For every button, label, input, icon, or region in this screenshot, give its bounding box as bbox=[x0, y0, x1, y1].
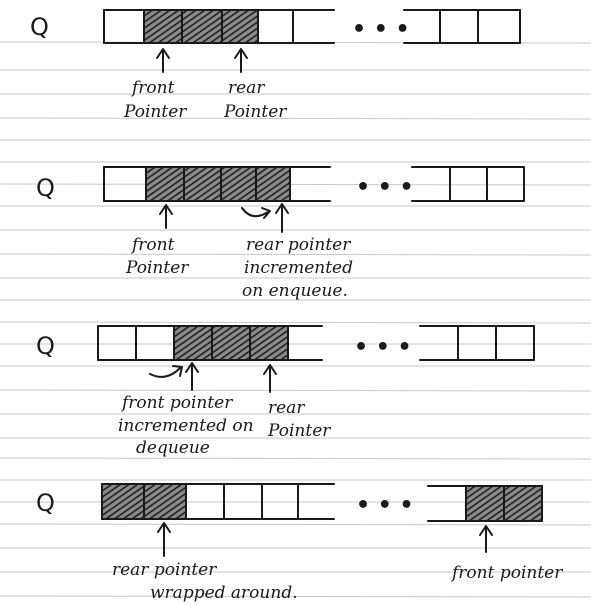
rear-pointer-label: rear Pointer bbox=[267, 398, 331, 441]
ruled-line bbox=[0, 457, 591, 460]
queue-diagram-2: Q • • • bbox=[36, 166, 525, 301]
ruled-line bbox=[0, 389, 591, 392]
occupied-slots bbox=[144, 10, 258, 43]
queue-array: • • • bbox=[103, 9, 521, 44]
front-pointer-label: front pointer incremented on dequeue bbox=[118, 393, 259, 458]
ruled-line bbox=[0, 253, 591, 256]
ruled-line bbox=[0, 117, 591, 120]
increment-curved-arrow bbox=[149, 365, 183, 378]
rear-pointer-label: rear pointer wrapped around. bbox=[112, 560, 298, 603]
ellipsis: • • • bbox=[356, 493, 414, 518]
front-pointer-arrow bbox=[156, 48, 170, 73]
ellipsis: • • • bbox=[354, 335, 412, 360]
rear-pointer-arrow bbox=[234, 48, 248, 73]
queue-diagram-3: Q • • • bbox=[36, 325, 535, 458]
ruled-line bbox=[0, 183, 591, 186]
rear-pointer-arrow bbox=[275, 203, 289, 233]
front-pointer-label: front Pointer bbox=[123, 78, 187, 122]
queue-array: • • • bbox=[97, 325, 535, 361]
queue-label: Q bbox=[36, 489, 55, 517]
front-pointer-label: front pointer bbox=[450, 563, 563, 583]
queue-array: • • • bbox=[103, 166, 525, 202]
occupied-slots bbox=[146, 167, 290, 201]
ruled-line bbox=[0, 595, 591, 598]
front-pointer-label: front Pointer bbox=[125, 235, 189, 278]
increment-curved-arrow bbox=[241, 207, 271, 219]
front-pointer-arrow bbox=[185, 362, 199, 391]
rear-pointer-arrow bbox=[263, 364, 277, 393]
rear-pointer-arrow bbox=[157, 522, 171, 557]
queue-label: Q bbox=[30, 13, 49, 41]
front-pointer-arrow bbox=[479, 525, 493, 553]
queue-label: Q bbox=[36, 174, 55, 202]
rear-pointer-label: rear pointer incremented on enqueue. bbox=[242, 235, 358, 301]
queue-diagram-1: Q • • • bbox=[30, 9, 521, 122]
queue-array: • • • bbox=[101, 483, 543, 522]
occupied-slots bbox=[174, 326, 288, 360]
ellipsis: • • • bbox=[356, 175, 414, 200]
queue-diagram-4: Q • • • bbox=[36, 483, 563, 603]
front-pointer-arrow bbox=[159, 204, 173, 229]
ellipsis: • • • bbox=[352, 17, 410, 42]
ruled-lines bbox=[0, 41, 591, 598]
ruled-line bbox=[0, 523, 591, 526]
ruled-line bbox=[0, 321, 591, 324]
rear-pointer-label: rear Pointer bbox=[223, 78, 287, 122]
queue-label: Q bbox=[36, 332, 55, 360]
